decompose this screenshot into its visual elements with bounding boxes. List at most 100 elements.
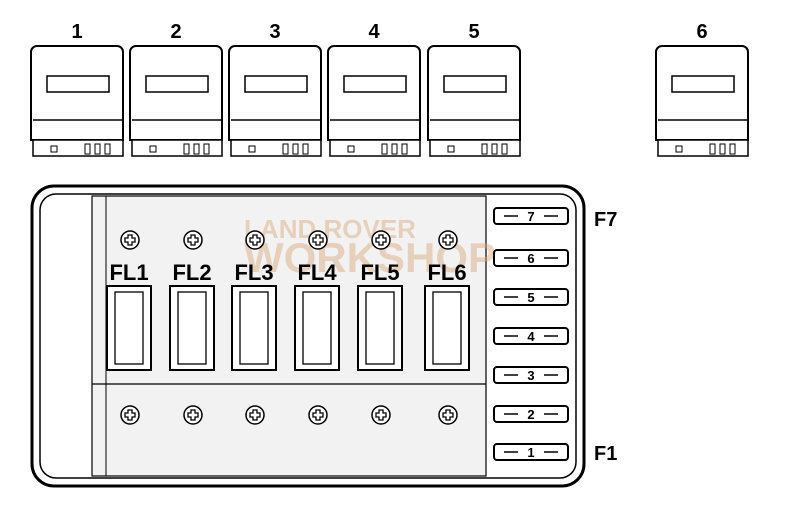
relay-label: 5	[468, 21, 479, 43]
screw-terminal	[371, 405, 391, 425]
screw-terminal	[371, 230, 391, 250]
relay-pin	[347, 145, 355, 153]
relay-pin	[447, 145, 455, 153]
screw-terminal	[308, 405, 328, 425]
fusible-link-inner	[177, 291, 207, 365]
relay-pin	[401, 143, 408, 155]
fusible-link-inner	[432, 291, 462, 365]
screw-terminal	[308, 230, 328, 250]
relay-pin	[719, 143, 726, 155]
relay-pin	[729, 143, 736, 155]
fuse-column: 7 6 5 4 3 2 1	[493, 207, 569, 461]
fuse-body	[493, 405, 569, 423]
relay-3: 3	[228, 21, 322, 157]
relay-body	[30, 45, 124, 141]
fusible-link-panel	[91, 195, 487, 477]
fusible-link-inner	[114, 291, 144, 365]
fuse-2: 2	[493, 405, 569, 423]
fusible-link-label: FL5	[360, 260, 399, 285]
screw-terminal	[438, 230, 458, 250]
fusible-link-label: FL6	[427, 260, 466, 285]
fuse-label: 2	[527, 407, 534, 422]
screw-terminal	[245, 405, 265, 425]
screw-terminal	[120, 405, 140, 425]
fusible-link-3: FL3	[231, 260, 277, 371]
fusible-link-inner	[365, 291, 395, 365]
fusible-link-6: FL6	[424, 260, 470, 371]
screw-terminal	[120, 230, 140, 250]
fuse-label: 1	[527, 445, 534, 460]
fusible-links: FL1 FL2 FL3 FL4 FL5 FL6	[106, 260, 470, 371]
fuse-body	[493, 288, 569, 306]
relay-pin	[84, 143, 91, 155]
relay-pin	[282, 143, 289, 155]
fuse-body	[493, 207, 569, 225]
fuse-box-inner	[39, 193, 577, 479]
relay-pin	[94, 143, 101, 155]
relay-pin	[381, 143, 388, 155]
fuse-body	[493, 327, 569, 345]
relay-pin	[183, 143, 190, 155]
fusible-link-1: FL1	[106, 260, 152, 371]
relay-label: 3	[269, 21, 280, 43]
fuse-label: 7	[527, 209, 534, 224]
relay-label: 4	[368, 21, 380, 43]
fusible-link-2: FL2	[169, 260, 215, 371]
fusible-link-label: FL1	[109, 260, 148, 285]
fuse-body	[493, 366, 569, 384]
fusible-link-label: FL4	[297, 260, 337, 285]
fusible-link-inner	[302, 291, 332, 365]
relay-label-window	[343, 75, 407, 93]
fuse-4: 4	[493, 327, 569, 345]
relay-body	[228, 45, 322, 141]
relay-5: 5	[427, 21, 521, 157]
relay-label: 6	[696, 21, 707, 43]
fuse-body	[493, 443, 569, 461]
screw-terminal	[245, 230, 265, 250]
relay-pin	[248, 145, 256, 153]
screw-terminal	[183, 230, 203, 250]
relay-pin	[203, 143, 210, 155]
screw-terminal	[183, 405, 203, 425]
fuse-label: 6	[527, 251, 534, 266]
relay-pin	[675, 145, 683, 153]
relay-pin	[50, 145, 58, 153]
fuse-body	[493, 249, 569, 267]
relay-pin	[292, 143, 299, 155]
relay-label-window	[46, 75, 110, 93]
relay-pin	[501, 143, 508, 155]
fuse-range-top-label: F7	[594, 209, 617, 231]
fuse-7: 7	[493, 207, 569, 225]
fuse-1: 1	[493, 443, 569, 461]
fuse-label: 3	[527, 368, 534, 383]
relay-body	[129, 45, 223, 141]
relay-2: 2	[129, 21, 223, 157]
fuse-3: 3	[493, 366, 569, 384]
relay-pin	[481, 143, 488, 155]
relay-pin	[709, 143, 716, 155]
fuse-label: 5	[527, 290, 534, 305]
relay-pin	[391, 143, 398, 155]
relay-label-window	[671, 75, 735, 93]
relay-pin	[491, 143, 498, 155]
relay-label-window	[244, 75, 308, 93]
relay-label: 2	[170, 21, 181, 43]
relay-pin	[302, 143, 309, 155]
fuse-range-bottom-label: F1	[594, 443, 617, 465]
relay-body	[327, 45, 421, 141]
fuse-label: 4	[527, 329, 535, 344]
screw-terminal	[438, 405, 458, 425]
relay-4: 4	[327, 21, 421, 157]
fuse-5: 5	[493, 288, 569, 306]
fusible-link-inner	[239, 291, 269, 365]
fusible-link-5: FL5	[357, 260, 403, 371]
relay-label-window	[443, 75, 507, 93]
relay-body	[427, 45, 521, 141]
screw-terminals	[120, 230, 458, 425]
fusible-link-4: FL4	[294, 260, 340, 371]
relay-pin	[149, 145, 157, 153]
relay-6: 6	[655, 21, 749, 157]
fusible-link-label: FL3	[234, 260, 273, 285]
